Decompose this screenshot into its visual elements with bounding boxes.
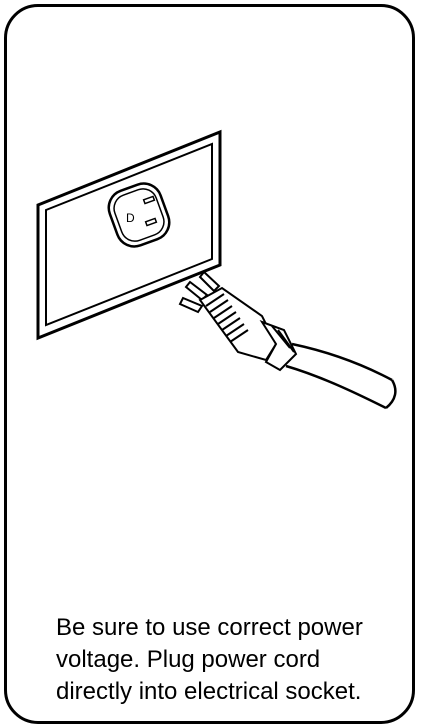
- plug-head: [198, 286, 278, 362]
- instruction-card: [4, 4, 415, 724]
- plug-and-outlet-illustration: D: [36, 129, 397, 410]
- plug-strain-relief: [259, 320, 298, 372]
- power-cord: [285, 342, 397, 410]
- outlet-receptacle: D: [107, 182, 171, 248]
- outlet-ground-letter: D: [126, 211, 135, 225]
- instruction-text: Be sure to use correct power voltage. Pl…: [56, 614, 363, 705]
